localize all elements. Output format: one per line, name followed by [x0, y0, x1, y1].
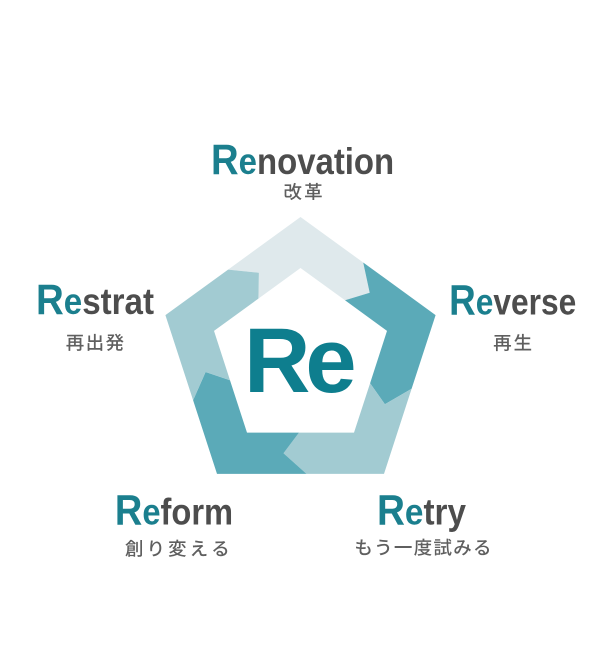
svg-text:Re: Re: [244, 310, 354, 412]
svg-text:Renovation: Renovation: [211, 135, 394, 184]
svg-text:Reverse: Reverse: [449, 277, 576, 324]
svg-text:Restrat: Restrat: [36, 275, 154, 323]
svg-text:Reform: Reform: [115, 485, 233, 534]
svg-text:Retry: Retry: [377, 485, 466, 533]
